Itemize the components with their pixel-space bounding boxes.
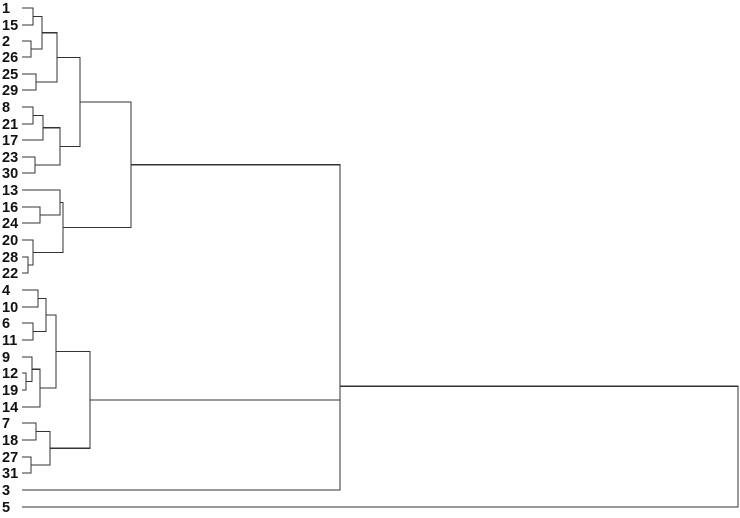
leaf-label-5: 5 [2,500,10,516]
dendrogram-link-m26 [31,430,51,466]
leaf-label-23: 23 [2,150,18,166]
dendrogram-link-m5 [36,32,58,83]
leaf-label-9: 9 [2,350,10,366]
leaf-label-18: 18 [2,433,18,449]
dendrogram-link-m20 [22,372,27,391]
leaf-label-19: 19 [2,383,18,399]
leaf-label-13: 13 [2,183,18,199]
dendrogram-link-m12 [22,189,61,216]
dendrogram-link-m17 [22,289,39,308]
dendrogram-link-m1 [22,7,34,26]
leaf-label-25: 25 [2,67,18,83]
leaf-label-6: 6 [2,316,10,332]
leaf-label-21: 21 [2,117,18,133]
leaf-label-24: 24 [2,216,18,232]
leaf-label-8: 8 [2,100,10,116]
dendrogram-link-m23 [40,314,57,389]
dendrogram-link-m8 [22,156,36,174]
dendrogram-link-m24 [22,422,37,441]
leaf-label-12: 12 [2,366,18,382]
dendrogram-links [22,7,739,508]
dendrogram-link-m30 [22,385,739,508]
dendrogram-link-m21 [22,356,33,383]
dendrogram-link-m18 [22,322,34,341]
leaf-label-16: 16 [2,200,18,216]
leaf-label-29: 29 [2,83,18,99]
dendrogram-link-m11 [22,206,41,224]
dendrogram-link-m16 [63,101,132,229]
dendrogram-link-m2 [22,40,32,58]
leaf-label-1: 1 [2,1,10,17]
dendrogram-link-m19 [33,297,47,333]
leaf-label-27: 27 [2,450,18,466]
leaf-label-10: 10 [2,300,18,316]
leaf-label-7: 7 [2,416,10,432]
leaf-label-28: 28 [2,250,18,266]
dendrogram-link-m25 [22,456,32,474]
leaf-label-22: 22 [2,266,18,282]
dendrogram-link-m22 [22,368,41,408]
dendrogram-link-m9 [35,127,61,166]
dendrogram-link-m6 [22,106,34,125]
dendrogram-link-m29 [22,282,341,491]
leaf-label-11: 11 [2,333,17,349]
leaf-label-14: 14 [2,400,18,416]
dendrogram-leaf-labels: 1152262529821172330131624202822410611912… [2,1,18,516]
leaf-label-2: 2 [2,34,10,50]
leaf-label-30: 30 [2,166,18,182]
dendrogram-link-m15 [33,201,64,254]
leaf-label-15: 15 [2,18,18,34]
leaf-label-17: 17 [2,133,18,149]
dendrogram-link-m28 [90,164,341,401]
leaf-label-3: 3 [2,483,10,499]
leaf-label-20: 20 [2,233,18,249]
leaf-label-4: 4 [2,283,10,299]
leaf-label-31: 31 [2,466,18,482]
dendrogram-link-m13 [22,256,29,274]
leaf-label-26: 26 [2,50,18,66]
dendrogram-link-m4 [22,73,37,91]
